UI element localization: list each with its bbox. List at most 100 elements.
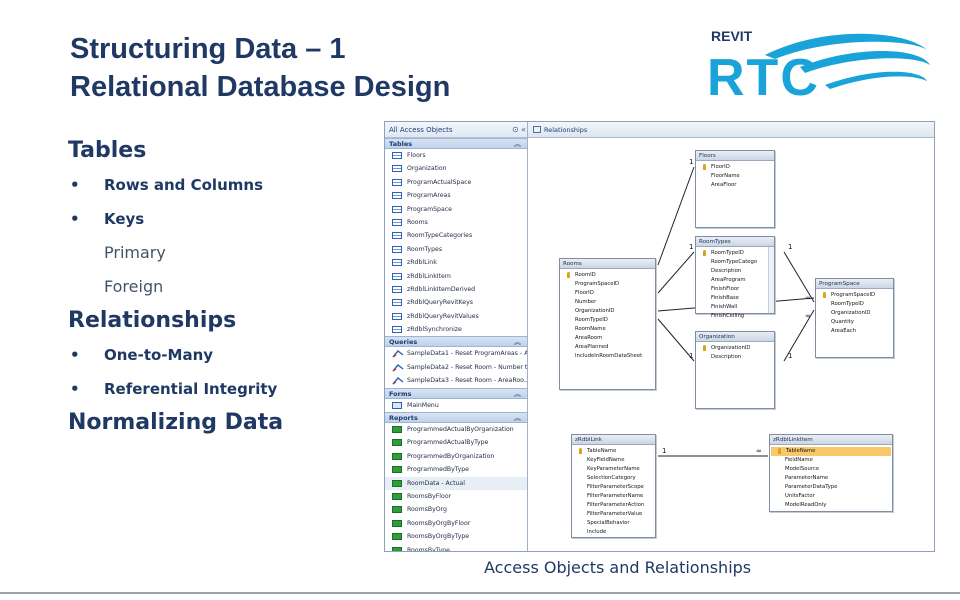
nav-item-queries[interactable]: SampleData3 - Reset Room - AreaRoo... <box>385 374 527 387</box>
chevron-up-icon: ︽ <box>514 338 521 347</box>
scrollbar[interactable] <box>768 247 774 313</box>
primary-key-field[interactable]: OrganizationID <box>696 344 774 353</box>
nav-item-reports[interactable]: RoomsByOrg <box>385 503 527 516</box>
nav-item-reports[interactable]: RoomsByOrgByFloor <box>385 517 527 530</box>
field[interactable]: KeyParameterName <box>587 466 640 472</box>
table-box-title[interactable]: ProgramSpace <box>816 279 893 289</box>
nav-item-tables[interactable]: zRdblLinkItem <box>385 270 527 283</box>
nav-item-reports[interactable]: ProgrammedByType <box>385 463 527 476</box>
nav-item-tables[interactable]: ProgramAreas <box>385 189 527 202</box>
field[interactable]: RoomTypeCatego <box>711 259 758 265</box>
nav-item-tables[interactable]: Rooms <box>385 216 527 229</box>
nav-item-reports[interactable]: RoomsByFloor <box>385 490 527 503</box>
group-forms[interactable]: Forms︽ <box>385 387 527 399</box>
field[interactable]: FilterParameterName <box>587 493 644 499</box>
nav-item-queries[interactable]: SampleData2 - Reset Room - Number t... <box>385 361 527 374</box>
field[interactable]: FilterParameterAction <box>587 502 645 508</box>
table-box-title[interactable]: RoomTypes <box>696 237 774 247</box>
primary-key-field[interactable]: RoomTypeID <box>696 249 774 258</box>
nav-item-tables[interactable]: zRdblSynchronize <box>385 323 527 336</box>
group-queries[interactable]: Queries︽ <box>385 336 527 348</box>
group-reports[interactable]: Reports︽ <box>385 412 527 424</box>
field[interactable]: SpecialBehavior <box>587 520 630 526</box>
table-icon <box>392 326 402 334</box>
field[interactable]: FinishWall <box>711 304 738 310</box>
dropdown-icon[interactable]: ⊙ <box>512 125 519 134</box>
table-box-title[interactable]: Organization <box>696 332 774 342</box>
primary-key-field[interactable]: RoomID <box>560 271 655 280</box>
nav-item-tables[interactable]: Organization <box>385 162 527 175</box>
field[interactable]: FieldName <box>785 457 813 463</box>
field[interactable]: KeyFieldName <box>587 457 625 463</box>
primary-key-field[interactable]: TableName <box>771 447 891 456</box>
field[interactable]: ParameterName <box>785 475 829 481</box>
table-box-title[interactable]: zRdblLink <box>572 435 655 445</box>
field[interactable]: AreaProgram <box>711 277 746 283</box>
field[interactable]: Include <box>587 529 607 535</box>
field[interactable]: OrganizationID <box>575 308 615 314</box>
field[interactable]: AreaEach <box>831 328 857 334</box>
field[interactable]: Quantity <box>831 319 854 325</box>
field[interactable]: AreaRoom <box>575 335 603 341</box>
nav-item-reports[interactable]: ProgrammedActualByType <box>385 436 527 449</box>
field[interactable]: ModelReadOnly <box>785 502 827 508</box>
tab-relationships[interactable]: Relationships <box>528 122 934 138</box>
field[interactable]: Description <box>711 268 742 274</box>
field[interactable]: AreaFloor <box>711 182 737 188</box>
field[interactable]: IncludeInRoomDataSheet <box>575 353 643 359</box>
field[interactable]: RoomTypeID <box>575 317 608 323</box>
nav-item-reports[interactable]: RoomsByType <box>385 544 527 551</box>
nav-item-tables[interactable]: zRdblQueryRevitValues <box>385 310 527 323</box>
field[interactable]: ModelSource <box>785 466 820 472</box>
field[interactable]: FloorName <box>711 173 740 179</box>
field[interactable]: FloorID <box>575 290 594 296</box>
table-box-title[interactable]: zRdblLinkItem <box>770 435 892 445</box>
table-box-title[interactable]: Floors <box>696 151 774 161</box>
field[interactable]: UnitsFactor <box>785 493 815 499</box>
field[interactable]: FinishCeiling <box>711 313 745 319</box>
field[interactable]: ParameterDataType <box>785 484 838 490</box>
field[interactable]: AreaPlanned <box>575 344 609 350</box>
collapse-pane-icon[interactable]: « <box>521 125 526 134</box>
field[interactable]: SelectionCategory <box>587 475 636 481</box>
nav-item-tables[interactable]: RoomTypes <box>385 243 527 256</box>
nav-item-reports[interactable]: ProgrammedByOrganization <box>385 450 527 463</box>
field[interactable]: RoomName <box>575 326 606 332</box>
relationships-icon <box>533 126 541 133</box>
nav-item-tables[interactable]: zRdblLink <box>385 256 527 269</box>
nav-item-queries[interactable]: SampleData1 - Reset ProgramAreas - A... <box>385 347 527 360</box>
nav-item-tables[interactable]: zRdblLinkItemDerived <box>385 283 527 296</box>
field[interactable]: RoomTypeID <box>831 301 864 307</box>
nav-item-forms[interactable]: MainMenu <box>385 399 527 412</box>
field[interactable]: FinishBase <box>711 295 739 301</box>
nav-item-tables[interactable]: Floors <box>385 149 527 162</box>
nav-item-reports[interactable]: ProgrammedActualByOrganization <box>385 423 527 436</box>
nav-item-tables[interactable]: ProgramActualSpace <box>385 176 527 189</box>
field[interactable]: ProgramSpaceID <box>575 281 620 287</box>
nav-item-tables[interactable]: RoomTypeCategories <box>385 229 527 242</box>
field[interactable]: OrganizationID <box>831 310 871 316</box>
primary-key-field[interactable]: TableName <box>572 447 655 456</box>
group-tables[interactable]: Tables︽ <box>385 138 527 149</box>
primary-key-field[interactable]: FloorID <box>696 163 774 172</box>
field[interactable]: Description <box>711 354 742 360</box>
nav-item-tables[interactable]: zRdblQueryRevitKeys <box>385 296 527 309</box>
nav-item-reports[interactable]: RoomsByOrgByType <box>385 530 527 543</box>
field[interactable]: FilterParameterValue <box>587 511 643 517</box>
nav-item-tables[interactable]: ProgramSpace <box>385 203 527 216</box>
field[interactable]: Number <box>575 299 597 305</box>
field[interactable]: FilterParameterScope <box>587 484 644 490</box>
one-label: 1 <box>689 243 693 251</box>
table-box-title[interactable]: Rooms <box>560 259 655 269</box>
field[interactable]: FinishFloor <box>711 286 740 292</box>
primary-key-field[interactable]: ProgramSpaceID <box>816 291 893 300</box>
nav-item-reports[interactable]: RoomData - Actual <box>385 476 527 490</box>
navigation-pane-header[interactable]: All Access Objects ⊙ « <box>385 122 527 138</box>
